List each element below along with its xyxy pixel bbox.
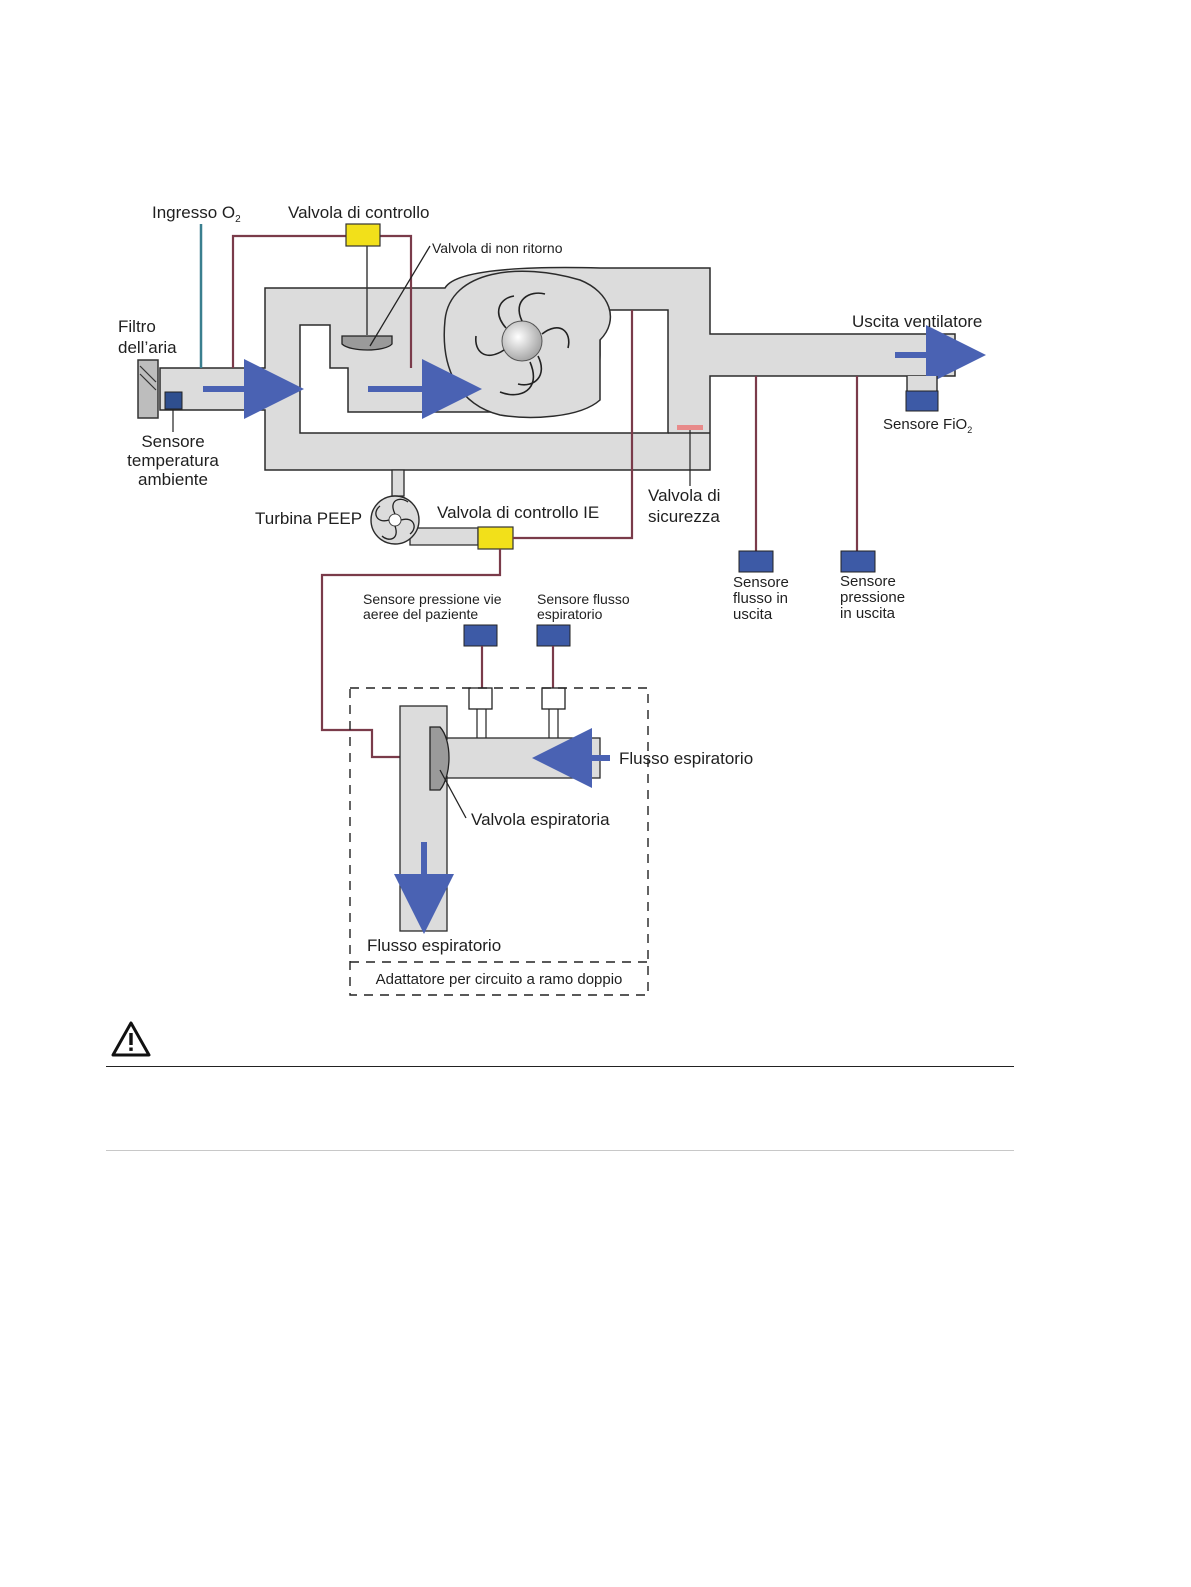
label-valvola-sicurezza-1: Valvola di: [648, 486, 720, 505]
label-sensore-flusso-uscita-1: Sensore: [733, 574, 789, 591]
label-flusso-espiratorio-in: Flusso espiratorio: [619, 749, 753, 768]
section-divider: [106, 1150, 1014, 1151]
ie-control-valve: [477, 526, 514, 550]
label-valvola-controllo-ie: Valvola di controllo IE: [437, 503, 599, 522]
label-sensore-pressione-vie-1: Sensore pressione vie: [363, 591, 502, 607]
label-sensore-pressione-uscita-1: Sensore: [840, 573, 896, 590]
expiratory-valve: [429, 726, 450, 791]
airway-pressure-port: [468, 687, 493, 710]
safety-valve: [677, 425, 703, 430]
output-pressure-sensor: [840, 550, 876, 573]
label-sensore-temp-2: temperatura: [127, 451, 219, 470]
blower-fan-icon: [475, 292, 570, 396]
label-sensore-flusso-esp-1: Sensore flusso: [537, 591, 630, 607]
air-filter: [137, 359, 159, 419]
control-valve: [345, 223, 381, 247]
label-valvola-non-ritorno: Valvola di non ritorno: [432, 240, 563, 256]
label-sensore-flusso-uscita-2: flusso in: [733, 590, 788, 607]
label-filtro-2: dell’aria: [118, 338, 177, 357]
label-turbina-peep: Turbina PEEP: [255, 509, 362, 528]
peep-outlet-duct: [409, 527, 479, 546]
label-valvola-controllo: Valvola di controllo: [288, 203, 429, 222]
ventilator-pneumatic-diagram: Ingresso O2 Valvola di controllo Valvola…: [118, 203, 986, 996]
dual-limb-adapter-outline: [349, 687, 649, 996]
label-sensore-flusso-esp-2: espiratorio: [537, 606, 603, 622]
airway-pressure-sensor: [463, 624, 498, 647]
label-adattatore: Adattatore per circuito a ramo doppio: [376, 971, 623, 988]
label-sensore-pressione-uscita-3: in uscita: [840, 605, 896, 622]
expiratory-valve-pipe: [320, 549, 502, 759]
temperature-sensor: [164, 391, 183, 410]
label-sensore-flusso-uscita-3: uscita: [733, 606, 773, 623]
label-flusso-espiratorio-out: Flusso espiratorio: [367, 936, 501, 955]
expiratory-flow-port: [541, 687, 566, 710]
control-valve-pipe: [231, 234, 413, 368]
output-flow-sensor: [738, 550, 774, 573]
label-sensore-temp-1: Sensore: [141, 432, 204, 451]
label-valvola-espiratoria: Valvola espiratoria: [471, 810, 610, 829]
label-sensore-fio2: Sensore FiO2: [883, 416, 972, 435]
fio2-sensor-stub: [906, 376, 938, 393]
label-filtro-1: Filtro: [118, 317, 156, 336]
label-ingresso-o2: Ingresso O2: [152, 203, 241, 225]
label-sensore-pressione-vie-2: aeree del paziente: [363, 606, 478, 622]
ie-valve-pipe: [513, 310, 634, 540]
label-sensore-temp-3: ambiente: [138, 470, 208, 489]
peep-turbine-icon: [370, 495, 420, 545]
section-divider: [106, 1066, 1014, 1067]
label-sensore-pressione-uscita-2: pressione: [840, 589, 905, 606]
label-valvola-sicurezza-2: sicurezza: [648, 507, 720, 526]
warning-triangle-icon: [111, 1021, 151, 1057]
peep-duct: [391, 469, 405, 497]
non-return-valve: [341, 335, 393, 351]
expiratory-flow-sensor: [536, 624, 571, 647]
fio2-sensor: [905, 390, 939, 412]
label-uscita-ventilatore: Uscita ventilatore: [852, 312, 982, 331]
